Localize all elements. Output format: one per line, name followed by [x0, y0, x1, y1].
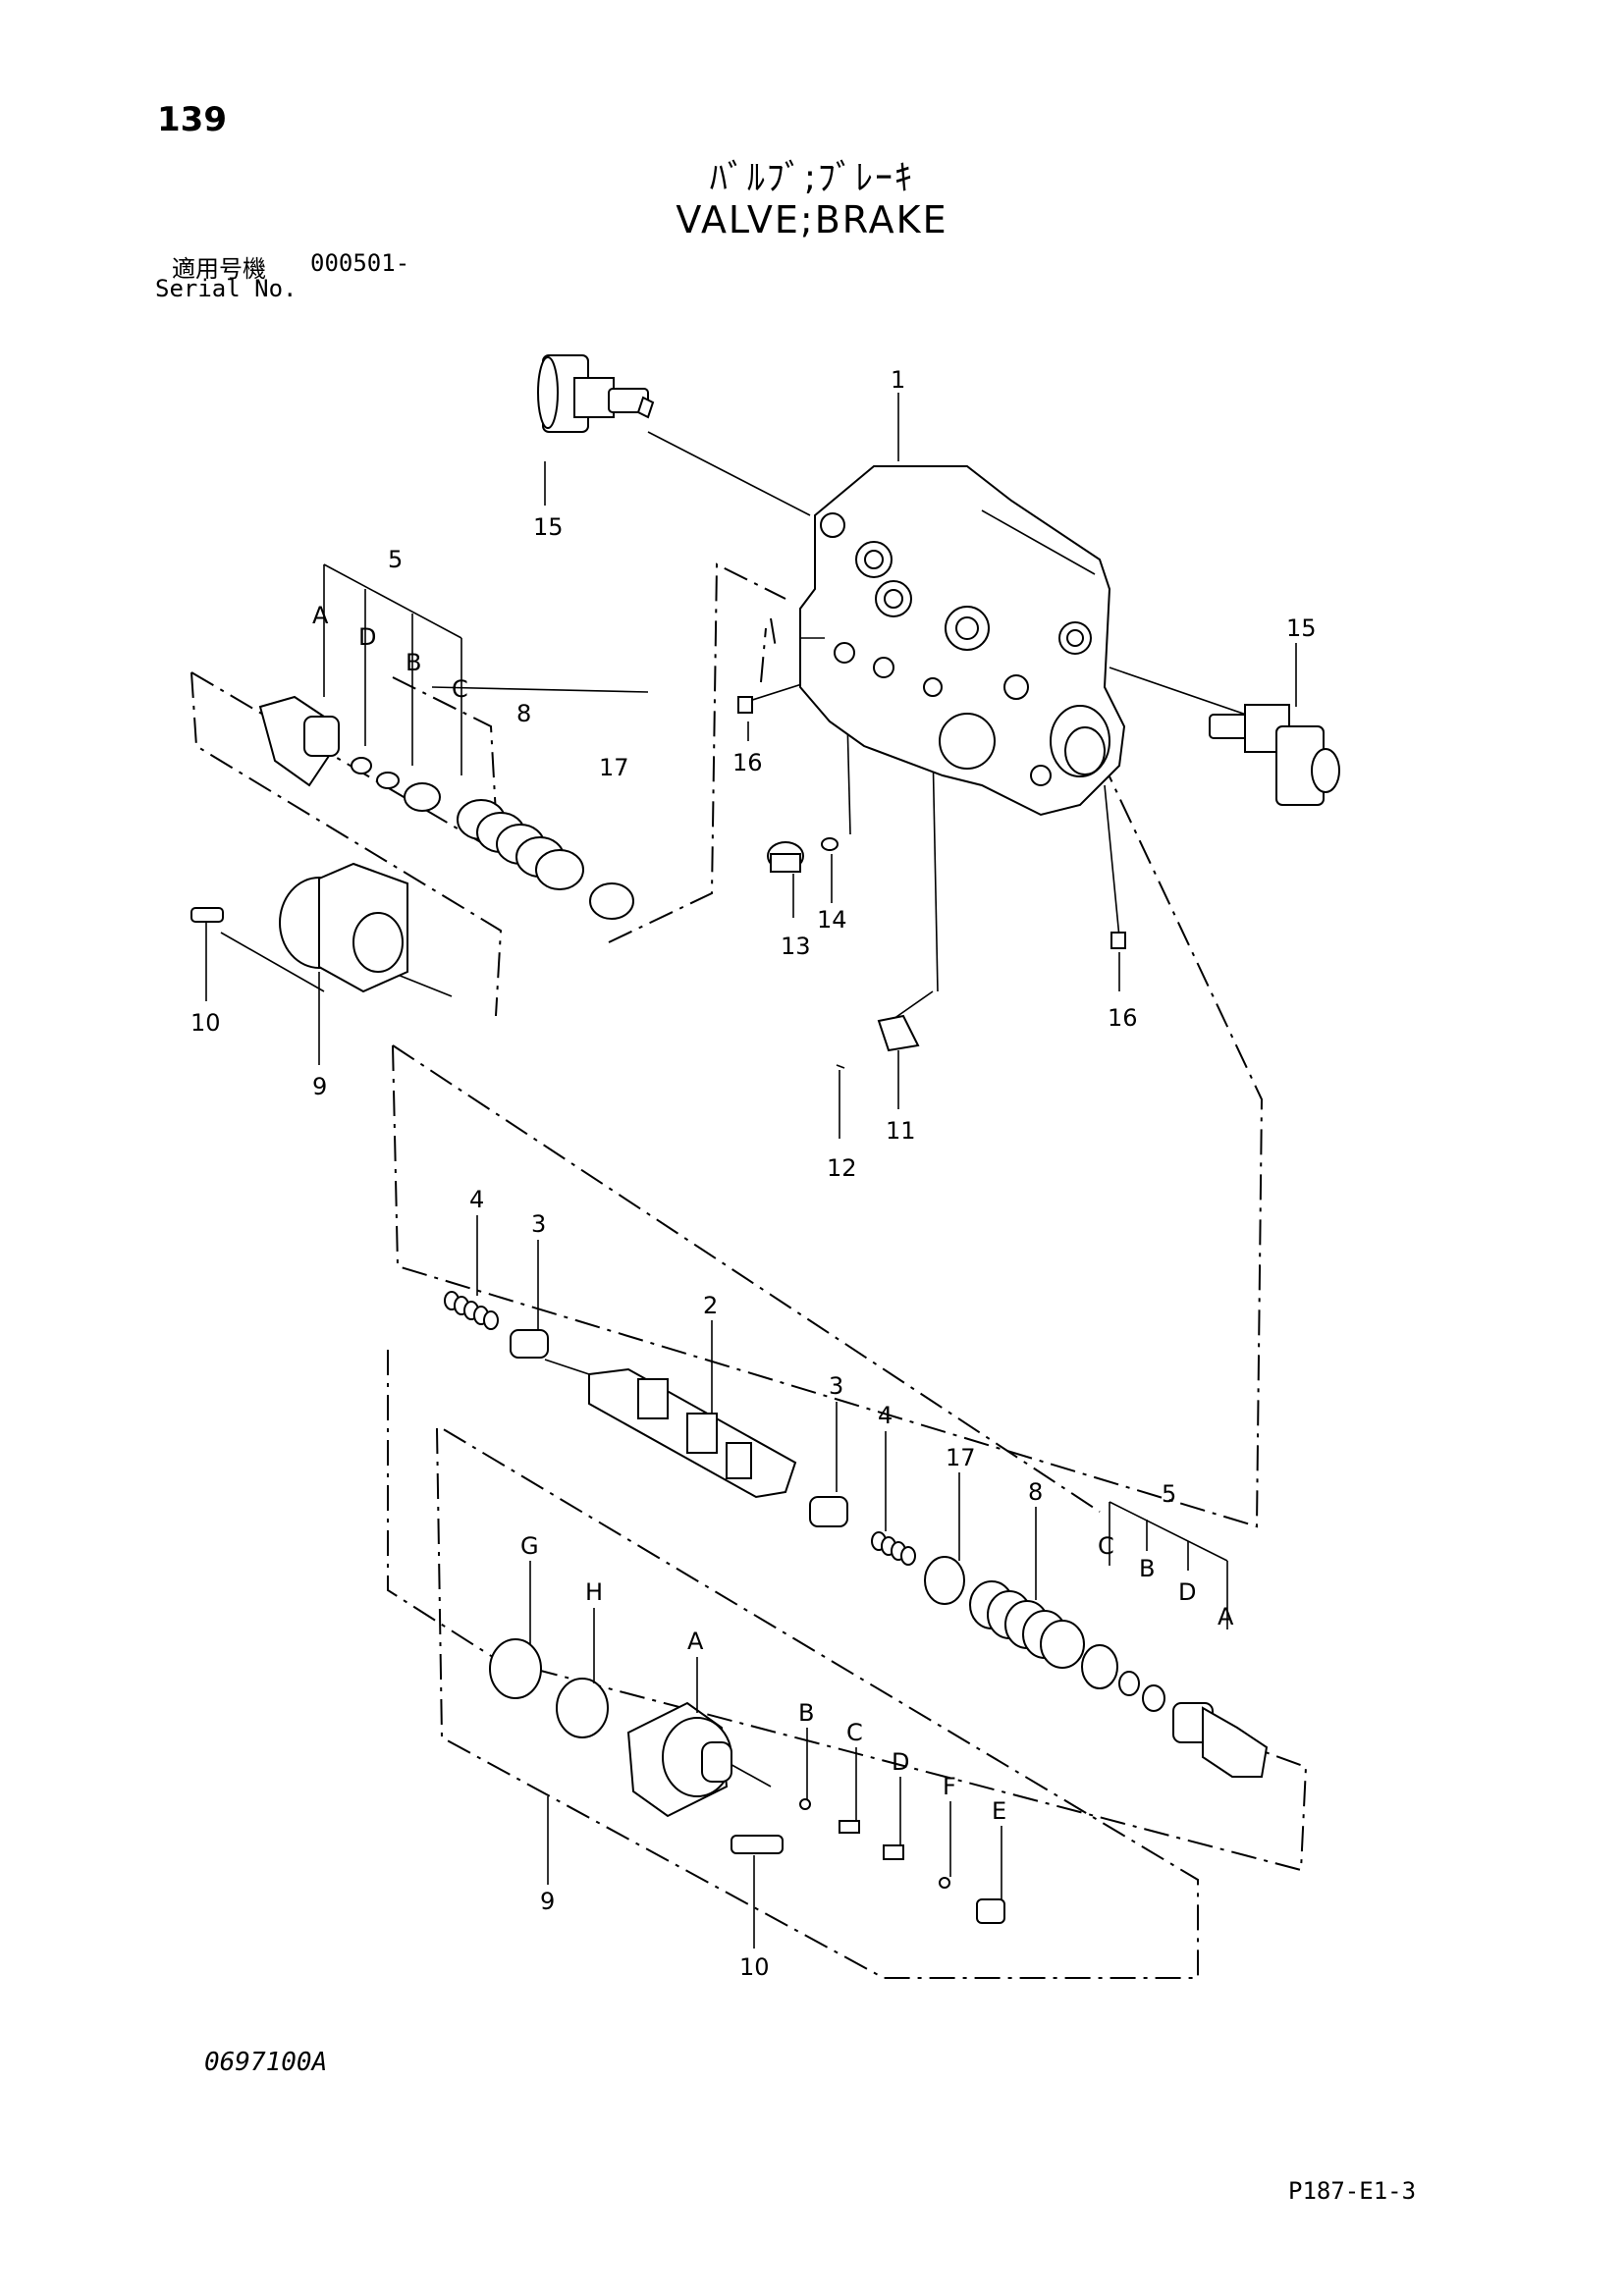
callout-11: 11	[886, 1117, 916, 1145]
page-reference: P187-E1-3	[1288, 2177, 1417, 2205]
oring-part-g	[489, 1638, 542, 1699]
callout-16-upper: 16	[732, 749, 763, 776]
callout-5-lower: 5	[1162, 1480, 1176, 1508]
callout-a-cover: A	[687, 1628, 704, 1655]
spring-part-8-lower	[969, 1580, 1085, 1669]
callout-b-upper: B	[406, 649, 421, 676]
callout-a-lower: A	[1218, 1603, 1234, 1630]
callout-c-upper: C	[452, 675, 468, 703]
plug-part-16-lower	[1110, 932, 1126, 949]
ball-part-b	[799, 1798, 811, 1810]
sleeve-part-3-lower	[809, 1496, 848, 1527]
callout-8-lower: 8	[1028, 1478, 1043, 1506]
callout-g: G	[520, 1532, 539, 1560]
cover-part-9-upper	[279, 862, 408, 993]
spring-seat-assembly-part-5-upper	[258, 563, 462, 812]
callout-c-cover: C	[846, 1719, 863, 1746]
valve-body-part-1	[799, 465, 1126, 817]
callout-9-lower: 9	[540, 1888, 555, 1915]
callout-10-upper: 10	[190, 1009, 221, 1037]
callout-d-lower: D	[1178, 1578, 1196, 1606]
callout-1: 1	[891, 366, 905, 394]
callout-8-upper: 8	[516, 700, 531, 727]
spring-part-c	[839, 1820, 860, 1834]
callout-12: 12	[827, 1154, 857, 1182]
callout-d-cover: D	[892, 1748, 909, 1776]
oring-part-h	[556, 1678, 609, 1738]
drawing-code: 0697100A	[204, 2048, 328, 2077]
callout-4-upper: 4	[469, 1186, 484, 1213]
callout-b-cover: B	[798, 1699, 814, 1727]
spring-seat-assembly-part-5-lower	[1081, 1501, 1269, 1778]
serial-label-english: Serial No.	[155, 275, 298, 302]
callout-14: 14	[817, 906, 847, 934]
callout-a-upper: A	[312, 602, 329, 629]
title-japanese: ﾊﾞﾙﾌﾞ;ﾌﾞﾚｰｷ	[709, 158, 915, 198]
callout-10-lower: 10	[739, 1953, 770, 1981]
callout-16-lower: 16	[1108, 1004, 1138, 1032]
spring-part-4-lower	[871, 1531, 916, 1566]
page-number: 139	[157, 100, 227, 139]
spool-part-2	[588, 1367, 797, 1499]
bolt-part-10-upper	[190, 907, 224, 923]
oring-part-f	[939, 1877, 950, 1889]
callout-leaders	[205, 393, 1297, 1949]
assembly-guide-lines	[190, 562, 1308, 1979]
ring-part-17-upper	[589, 882, 634, 920]
callout-c-lower: C	[1098, 1532, 1114, 1560]
callout-15-top: 15	[533, 513, 564, 541]
callout-e: E	[992, 1797, 1006, 1825]
callout-4-lower: 4	[878, 1402, 893, 1429]
cover-part-9-lower	[626, 1701, 732, 1818]
callout-15-right: 15	[1286, 614, 1317, 642]
callout-3-lower: 3	[829, 1372, 843, 1400]
callout-d-upper: D	[358, 623, 376, 651]
callout-f: F	[943, 1773, 956, 1800]
callout-labels: 1 15 15 5 A D B C 8 17 16 14 13 16 10 9 …	[190, 366, 1317, 1981]
fitting-part-15-top	[537, 354, 655, 433]
callout-17-lower: 17	[946, 1444, 976, 1471]
plug-part-16-upper	[737, 696, 753, 714]
sleeve-part-3-upper	[510, 1329, 549, 1359]
spring-part-4-upper	[444, 1291, 499, 1330]
spring-part-8-upper	[457, 799, 584, 890]
bolt-part-10-lower	[731, 1835, 784, 1854]
callout-h: H	[585, 1578, 603, 1606]
title-english: VALVE;BRAKE	[676, 198, 948, 241]
callout-13: 13	[781, 933, 811, 960]
fitting-part-15-right	[1209, 704, 1340, 806]
seat-part-d	[883, 1844, 904, 1860]
plug-part-13	[767, 841, 804, 873]
callout-b-lower: B	[1139, 1555, 1155, 1582]
callout-5-upper: 5	[388, 546, 403, 573]
serial-value: 000501-	[310, 249, 410, 277]
pin-part-12	[836, 1064, 845, 1069]
callout-9-upper: 9	[312, 1073, 327, 1100]
oring-part-14	[821, 837, 839, 851]
plate-part-11	[877, 1014, 920, 1052]
ring-part-17-lower	[924, 1556, 965, 1605]
callout-2: 2	[703, 1292, 718, 1319]
callout-17-upper: 17	[599, 754, 629, 781]
callout-3-upper: 3	[531, 1210, 546, 1238]
serial-label-japanese: 適用号機	[172, 255, 266, 283]
plug-part-e	[976, 1898, 1005, 1924]
